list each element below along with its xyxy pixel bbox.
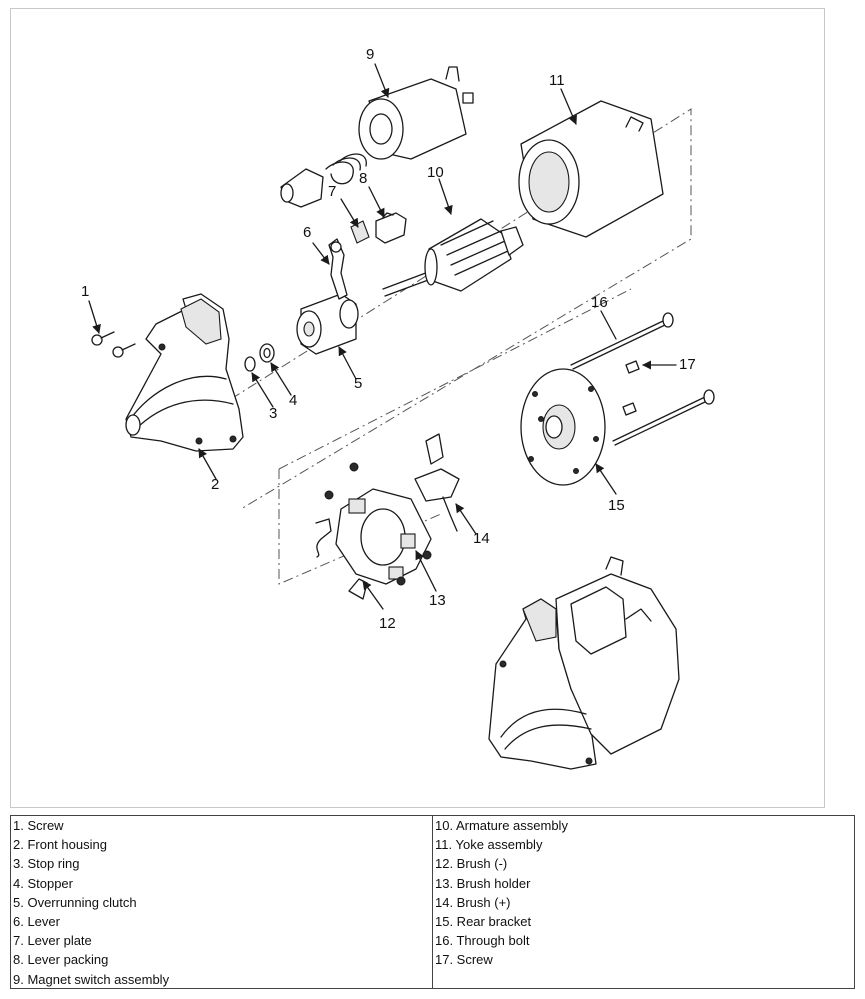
- callout-1: 1: [81, 283, 89, 300]
- stop-ring-part: [244, 356, 256, 372]
- legend-item: 2. Front housing: [13, 837, 107, 853]
- legend-item: 3. Stop ring: [13, 856, 80, 872]
- leader-arrows: [88, 63, 677, 610]
- legend-item: 11. Yoke assembly: [435, 837, 543, 853]
- callout-5: 5: [354, 375, 362, 392]
- legend-item: 10. Armature assembly: [435, 818, 568, 833]
- callout-15: 15: [608, 497, 625, 514]
- callout-11: 11: [549, 72, 565, 89]
- callout-3: 3: [269, 405, 277, 422]
- through-bolt-part: [570, 312, 715, 446]
- screw-part-17: [622, 360, 640, 416]
- brush-holder-part: [315, 462, 432, 586]
- callout-10: 10: [427, 164, 444, 181]
- callout-4: 4: [289, 392, 297, 409]
- overrunning-clutch-part: [296, 293, 359, 355]
- stopper-part: [259, 343, 275, 363]
- callout-6: 6: [303, 224, 311, 241]
- legend-item: 15. Rear bracket: [435, 914, 532, 930]
- assembled-starter-motor: [488, 556, 680, 770]
- legend-item: 16. Through bolt: [435, 933, 530, 949]
- magnet-switch-part: [280, 66, 474, 208]
- lever-packing-part: [375, 212, 407, 244]
- callout-16: 16: [591, 294, 608, 311]
- legend-item: 14. Brush (+): [435, 894, 511, 910]
- legend-column-left: 1. Screw 2. Front housing 3. Stop ring 4…: [11, 816, 432, 988]
- upper-assembly-guide: [230, 108, 692, 510]
- callout-2: 2: [211, 476, 219, 493]
- screw-part: [91, 331, 136, 358]
- lever-part: [328, 238, 348, 300]
- callout-12: 12: [379, 615, 396, 632]
- callout-9: 9: [366, 46, 374, 63]
- rear-bracket-part: [520, 368, 606, 486]
- legend-item: 9. Magnet switch assembly: [13, 971, 170, 987]
- callout-17: 17: [679, 356, 696, 373]
- callout-8: 8: [359, 170, 367, 187]
- armature-assembly-part: [382, 218, 524, 297]
- legend-item: 12. Brush (-): [435, 856, 508, 872]
- legend-item: 4. Stopper: [13, 875, 73, 891]
- callout-14: 14: [473, 530, 490, 547]
- exploded-view-diagram: 1 2 3 4 5 6 7 8 9 10 11 12 13 14 15 16 1…: [10, 8, 825, 808]
- legend-item: 8. Lever packing: [13, 952, 109, 968]
- legend-item: 17. Screw: [435, 952, 493, 968]
- callout-13: 13: [429, 592, 446, 609]
- legend-item: 6. Lever: [13, 914, 60, 930]
- legend-item: 1. Screw: [13, 818, 64, 833]
- lower-assembly-guide: [278, 288, 632, 585]
- parts-legend-table: 1. Screw 2. Front housing 3. Stop ring 4…: [10, 815, 855, 989]
- legend-column-right: 10. Armature assembly 11. Yoke assembly …: [432, 816, 854, 988]
- lever-plate-part: [350, 220, 370, 244]
- legend-item: 5. Overrunning clutch: [13, 894, 137, 910]
- yoke-assembly-part: [518, 100, 664, 238]
- legend-item: 7. Lever plate: [13, 933, 92, 949]
- brush-positive-part: [414, 433, 460, 532]
- front-housing-part: [125, 293, 244, 452]
- legend-item: 13. Brush holder: [435, 875, 531, 891]
- callout-7: 7: [328, 183, 336, 200]
